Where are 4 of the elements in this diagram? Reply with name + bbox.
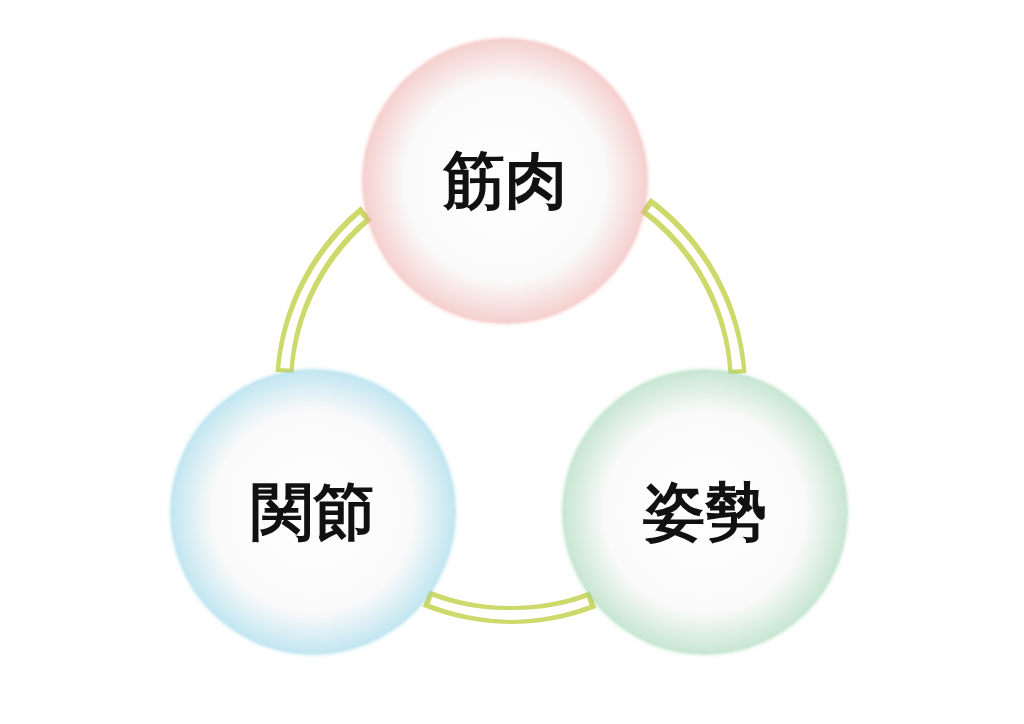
topic-circle: 姿勢 (563, 370, 847, 654)
topic-circle: 筋肉 (363, 39, 647, 323)
ring-arc (423, 589, 596, 624)
topic-circle: 関節 (171, 370, 455, 654)
